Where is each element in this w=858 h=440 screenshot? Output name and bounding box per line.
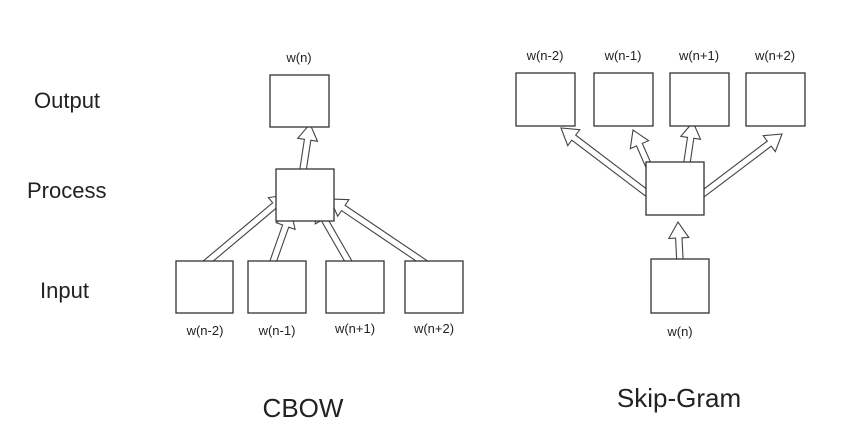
cbow-input-word-1: w(n-2): [186, 323, 224, 338]
cbow-input-word-2: w(n-1): [258, 323, 296, 338]
cbow-input-box-2: [247, 260, 307, 314]
cbow-input-box-4: [404, 260, 464, 314]
cbow-diagram: w(n) w(n-2) w(n-1) w(n+1) w(n+2) CBOW: [175, 50, 464, 423]
cbow-title: CBOW: [263, 393, 344, 423]
cbow-input-word-3: w(n+1): [334, 321, 375, 336]
cbow-output-word: w(n): [285, 50, 311, 65]
skipgram-process-box: [645, 161, 705, 216]
skipgram-output-box-3: [669, 72, 730, 127]
skipgram-diagram: w(n-2) w(n-1) w(n+1) w(n+2) w(n) Skip-Gr…: [515, 48, 806, 413]
cbow-input-box-3: [325, 260, 385, 314]
row-label-process: Process: [27, 178, 106, 203]
skipgram-output-word-3: w(n+1): [678, 48, 719, 63]
skipgram-arrow-output-4: [697, 133, 783, 200]
row-label-output: Output: [34, 88, 100, 113]
row-label-input: Input: [40, 278, 89, 303]
skipgram-output-box-4: [745, 72, 806, 127]
skipgram-output-word-4: w(n+2): [754, 48, 795, 63]
skipgram-input-word: w(n): [666, 324, 692, 339]
cbow-input-word-4: w(n+2): [413, 321, 454, 336]
skipgram-arrow-from-input: [667, 220, 690, 263]
cbow-input-box-1: [175, 260, 234, 314]
skipgram-title: Skip-Gram: [617, 383, 741, 413]
skipgram-output-box-1: [515, 72, 576, 127]
skipgram-output-word-2: w(n-1): [604, 48, 642, 63]
skipgram-input-box: [650, 258, 710, 314]
skipgram-output-box-2: [593, 72, 654, 127]
skipgram-arrows: [560, 120, 783, 263]
skipgram-output-word-1: w(n-2): [526, 48, 564, 63]
cbow-output-box: [269, 74, 330, 128]
cbow-process-box: [275, 168, 335, 222]
cbow-arrow-to-output: [296, 122, 319, 172]
skipgram-arrow-output-1: [560, 127, 651, 198]
